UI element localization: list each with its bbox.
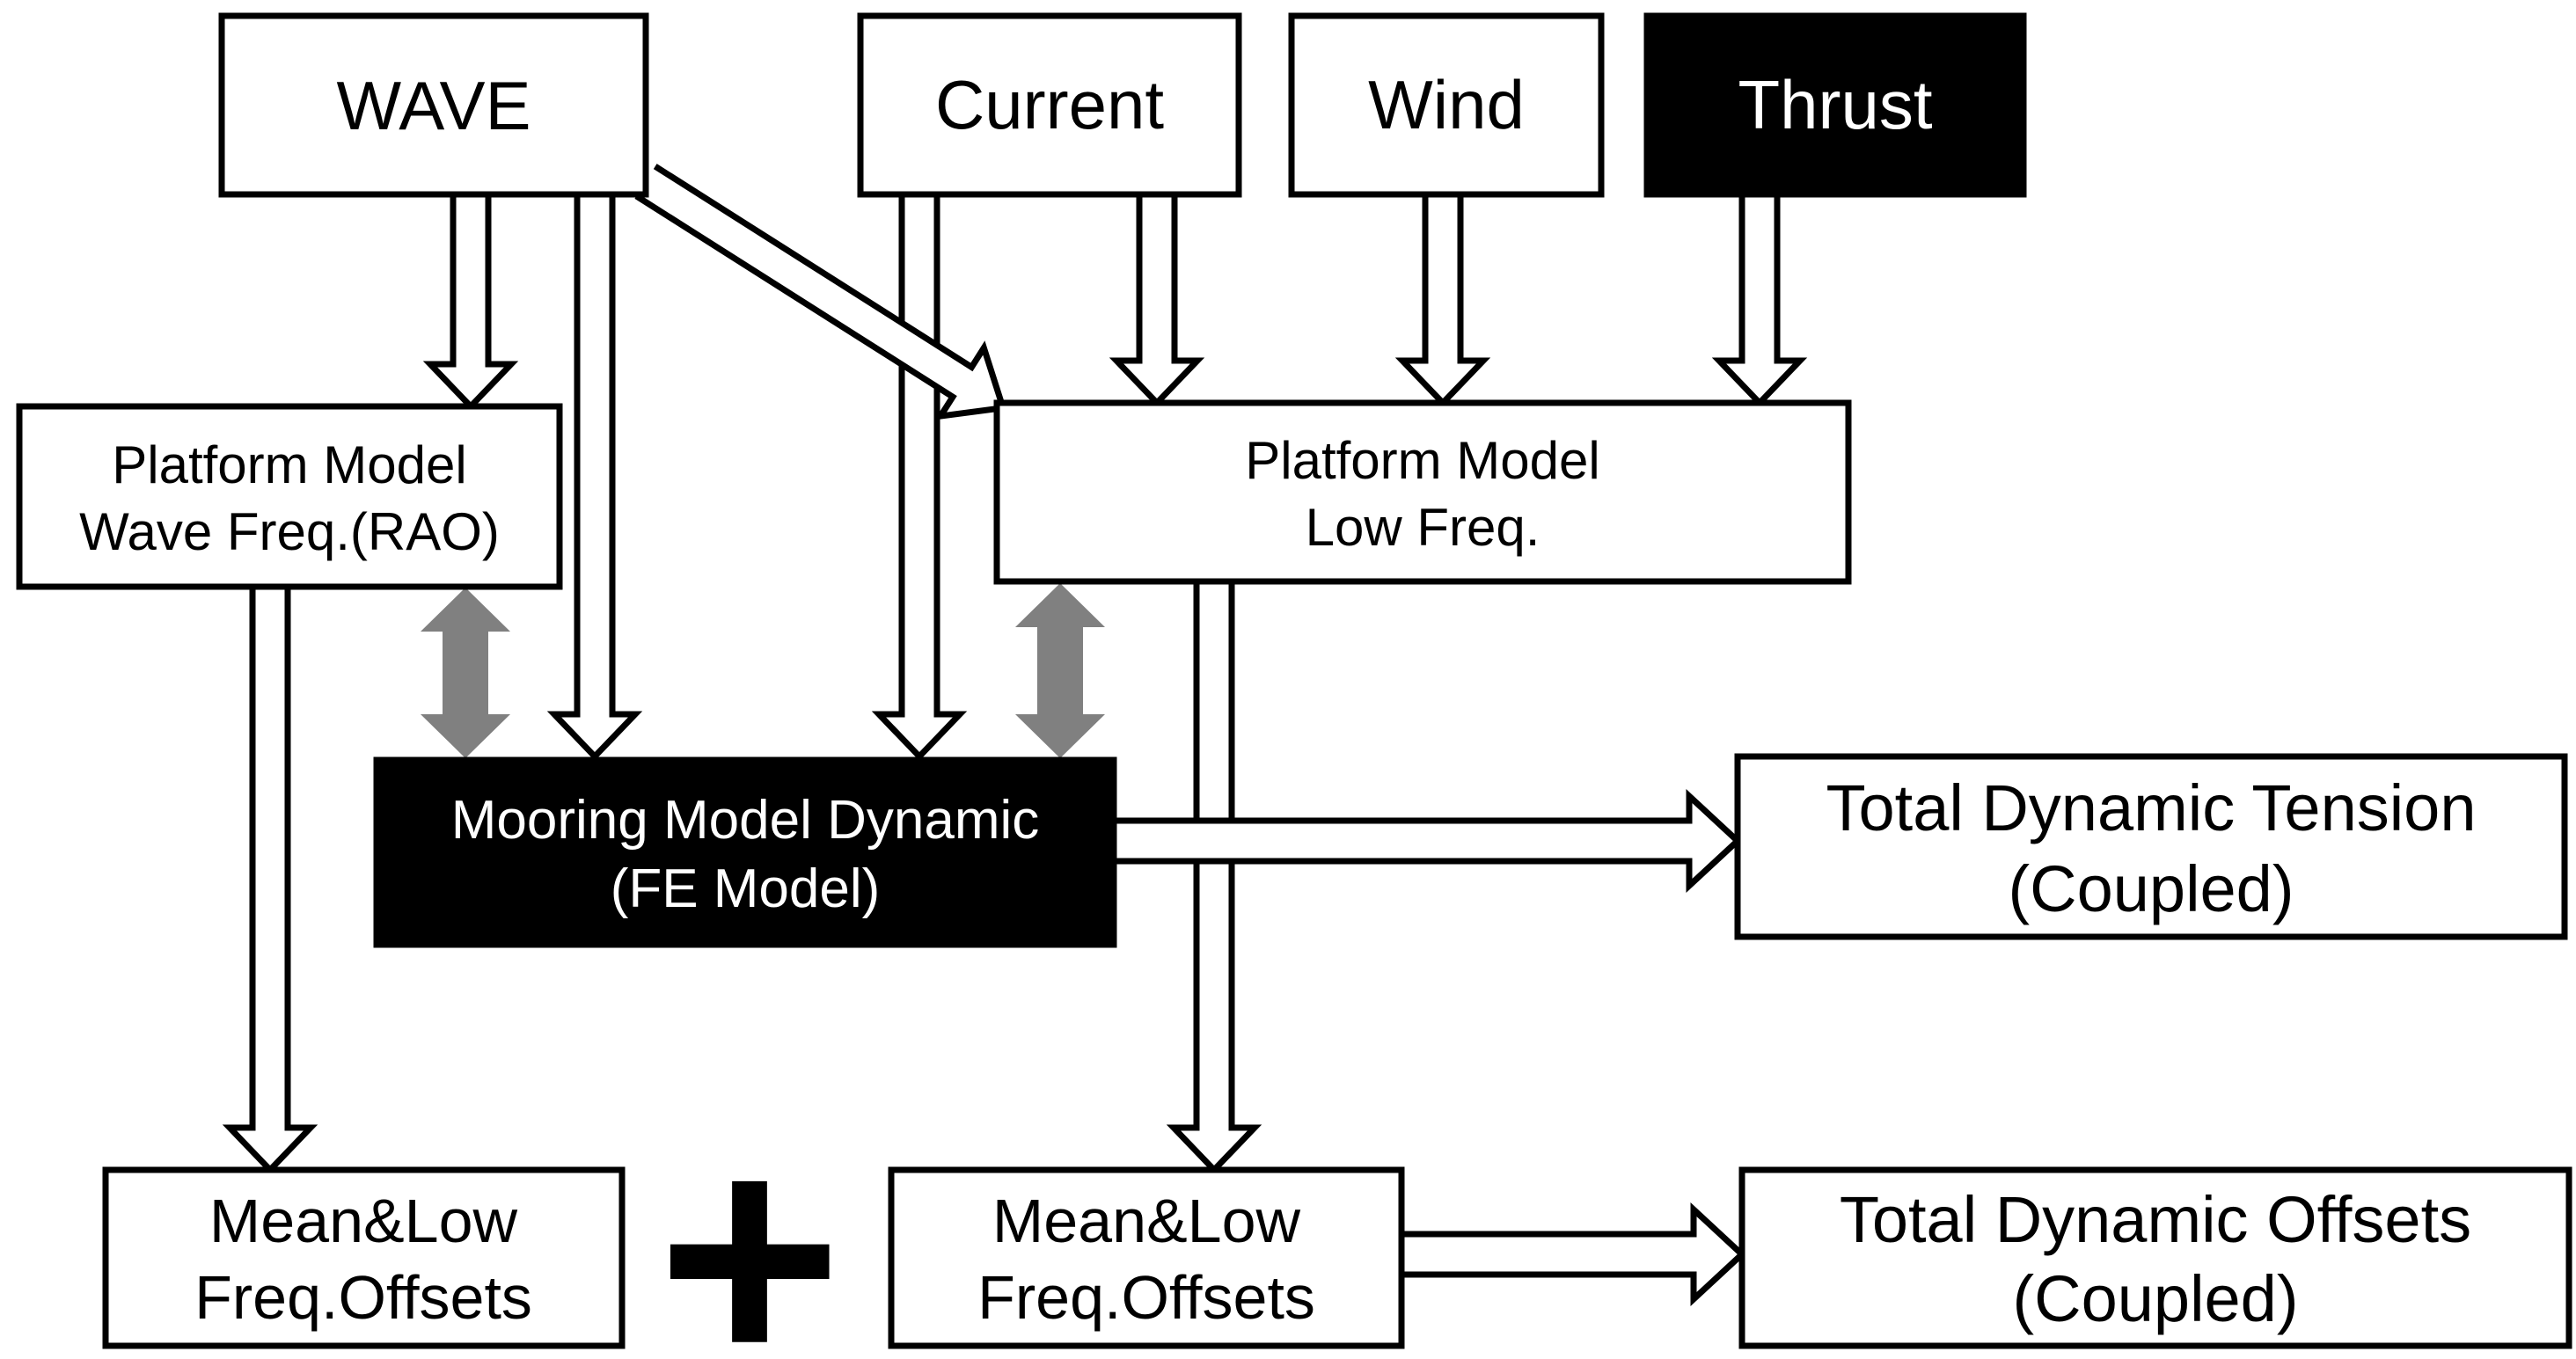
total-dynamic-tension-line1: Total Dynamic Tension	[1826, 771, 2477, 844]
platform-wave-freq-line2: Wave Freq.(RAO)	[79, 502, 500, 561]
arrow-platform-low-to-offsets-icon	[1166, 582, 1262, 1175]
thrust-box	[1643, 12, 2027, 198]
platform-wave-freq-box	[16, 403, 563, 590]
total-dynamic-tension-line2: (Coupled)	[2009, 852, 2294, 925]
arrow-wave-to-platform-wave-icon	[422, 197, 519, 412]
platform-low-freq-line2: Low Freq.	[1306, 498, 1540, 557]
arrow-wind-to-platform-low-icon	[1394, 197, 1491, 408]
wind-box	[1288, 12, 1605, 198]
wave-box	[218, 12, 649, 198]
total-dynamic-offsets-box	[1738, 1166, 2572, 1349]
mean-low-offsets-wave-line2: Freq.Offsets	[194, 1263, 532, 1332]
plus-operator: +	[657, 1081, 842, 1359]
coupling-arrow-low-mooring-icon	[1015, 583, 1105, 758]
wind-label: Wind	[1368, 66, 1525, 143]
platform-low-freq-line1: Platform Model	[1245, 431, 1599, 490]
current-box	[857, 12, 1242, 198]
mean-low-offsets-wave-box	[102, 1166, 626, 1349]
arrow-platform-wave-to-offsets-icon	[222, 588, 318, 1175]
mooring-model-line2: (FE Model)	[611, 859, 881, 919]
platform-wave-freq-line1: Platform Model	[112, 435, 466, 494]
total-dynamic-tension-box	[1734, 753, 2568, 940]
arrow-thrust-to-platform-low-icon	[1711, 197, 1808, 408]
mooring-model-box	[373, 756, 1117, 948]
total-dynamic-offsets-line2: (Coupled)	[2013, 1262, 2299, 1335]
coupling-arrow-wave-mooring-icon	[421, 588, 510, 758]
arrow-wave-to-mooring-icon	[546, 197, 643, 762]
total-dynamic-offsets-line1: Total Dynamic Offsets	[1840, 1183, 2471, 1256]
mean-low-offsets-wave-line1: Mean&Low	[209, 1187, 518, 1255]
wave-label: WAVE	[336, 67, 531, 144]
mean-low-offsets-low-box	[888, 1166, 1405, 1349]
arrow-offsets-to-total-offsets-icon	[1400, 1202, 1747, 1307]
mooring-model-line1: Mooring Model Dynamic	[451, 790, 1039, 851]
platform-low-freq-box	[993, 399, 1852, 585]
arrow-current-to-platform-low-icon	[1109, 197, 1205, 408]
mean-low-offsets-low-line2: Freq.Offsets	[977, 1263, 1315, 1332]
current-label: Current	[935, 66, 1164, 143]
thrust-label: Thrust	[1738, 66, 1932, 143]
mean-low-offsets-low-line1: Mean&Low	[992, 1187, 1301, 1255]
arrow-current-to-mooring-icon	[871, 197, 968, 762]
